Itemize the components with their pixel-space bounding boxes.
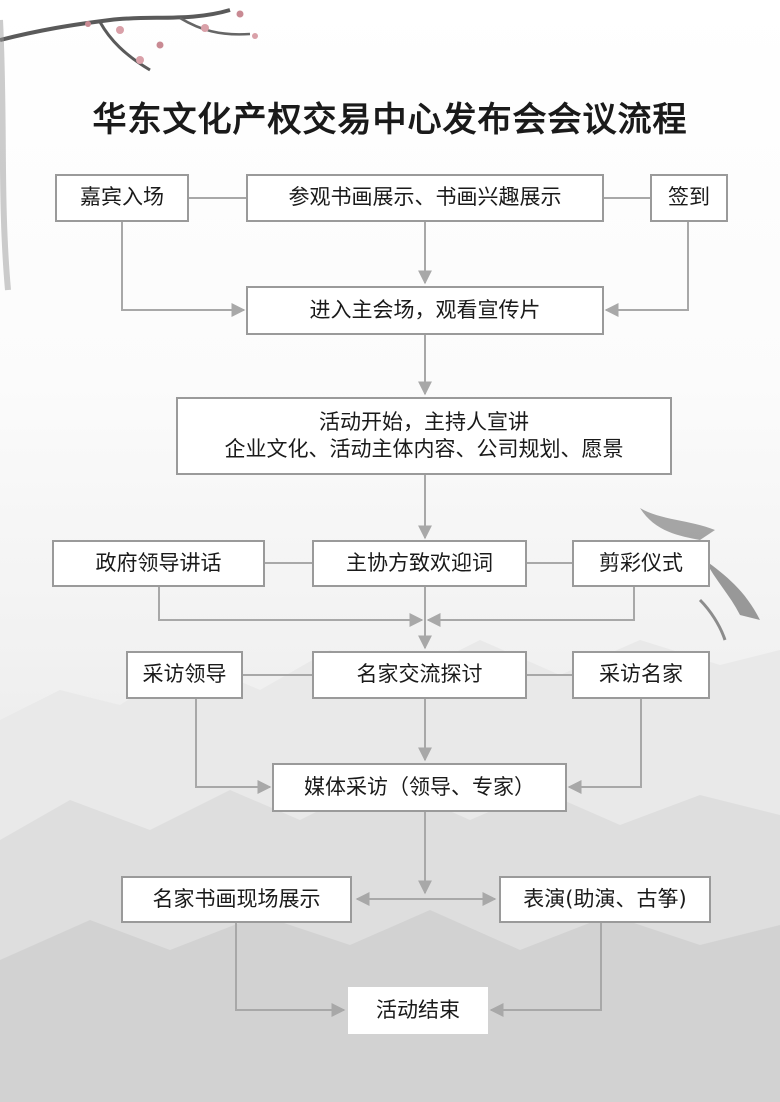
step-interview-leaders: 采访领导	[126, 651, 243, 699]
step-label: 剪彩仪式	[599, 550, 683, 575]
step-live-calligraphy: 名家书画现场展示	[121, 876, 352, 923]
step-label-line1: 活动开始，主持人宣讲	[319, 409, 529, 434]
step-co-host-welcome: 主协方致欢迎词	[312, 540, 527, 587]
step-label: 活动结束	[376, 997, 460, 1022]
step-label: 表演(助演、古筝)	[523, 886, 687, 911]
page-title: 华东文化产权交易中心发布会会议流程	[92, 100, 688, 140]
step-label: 嘉宾入场	[80, 185, 164, 210]
step-ribbon-cutting: 剪彩仪式	[572, 540, 710, 587]
step-label: 媒体采访（领导、专家）	[304, 774, 535, 799]
crane-bird-icon	[640, 508, 760, 641]
step-label: 采访名家	[599, 662, 683, 687]
step-label: 参观书画展示、书画兴趣展示	[288, 185, 562, 210]
plum-blossom-branch-icon	[0, 8, 258, 291]
step-label: 政府领导讲话	[95, 550, 222, 575]
step-label: 名家书画现场展示	[152, 886, 321, 911]
step-label: 进入主会场，观看宣传片	[309, 297, 541, 322]
step-enter-hall: 进入主会场，观看宣传片	[246, 286, 604, 335]
step-label: 名家交流探讨	[356, 662, 483, 687]
step-performance: 表演(助演、古筝)	[499, 876, 711, 923]
step-visit-exhibit: 参观书画展示、书画兴趣展示	[246, 174, 604, 222]
step-event-start: 活动开始，主持人宣讲 企业文化、活动主体内容、公司规划、愿景	[176, 397, 672, 475]
step-media-interview: 媒体采访（领导、专家）	[272, 763, 567, 812]
step-event-end: 活动结束	[348, 987, 488, 1034]
step-interview-experts: 采访名家	[572, 651, 710, 699]
step-gov-speech: 政府领导讲话	[52, 540, 265, 587]
step-label-line2: 企业文化、活动主体内容、公司规划、愿景	[224, 437, 624, 461]
step-label: 采访领导	[142, 662, 227, 687]
step-expert-discussion: 名家交流探讨	[312, 651, 527, 699]
step-sign-in: 签到	[650, 174, 728, 222]
step-label: 主协方致欢迎词	[346, 550, 493, 575]
step-guest-entry: 嘉宾入场	[55, 174, 189, 222]
step-label: 签到	[668, 185, 710, 210]
